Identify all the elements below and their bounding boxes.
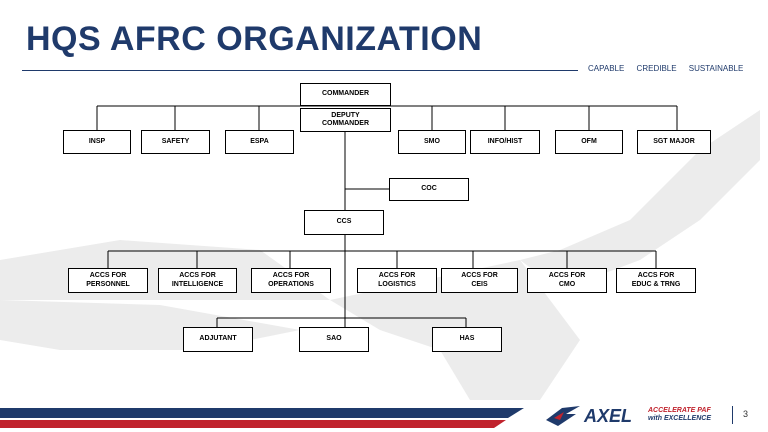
axel-brand: AXEL [584,406,633,426]
adjutant-box: ADJUTANT [183,327,253,352]
footer-separator [732,406,733,424]
accs-cmo-box: ACCS FOR CMO [527,268,607,293]
deputy-commander-box: DEPUTY COMMANDER [300,108,391,132]
coc-box: COC [389,178,469,201]
commander-box: COMMANDER [300,83,391,106]
sao-box: SAO [299,327,369,352]
tagline-credible: CREDIBLE [636,64,677,73]
page-number: 3 [743,409,749,419]
slogan-line-1: ACCELERATE PAF [648,407,711,414]
accs-ceis-box: ACCS FOR CEIS [441,268,518,293]
staff-info-hist-box: INFO/HIST [470,130,540,154]
accs-educ-trng-box: ACCS FOR EDUC & TRNG [616,268,696,293]
staff-ofm-box: OFM [555,130,623,154]
ccs-box: CCS [304,210,384,235]
axel-logo-icon [546,406,580,426]
title-underline [22,70,578,71]
taglines: CAPABLE CREDIBLE SUSTAINABLE [588,64,743,73]
accs-operations-box: ACCS FOR OPERATIONS [251,268,331,293]
accs-logistics-box: ACCS FOR LOGISTICS [357,268,437,293]
tagline-capable: CAPABLE [588,64,625,73]
slogan: ACCELERATE PAF with EXCELLENCE [648,407,711,422]
staff-insp-box: INSP [63,130,131,154]
staff-sgt-major-box: SGT MAJOR [637,130,711,154]
tagline-sustainable: SUSTAINABLE [688,64,744,73]
has-box: HAS [432,327,502,352]
staff-espa-box: ESPA [225,130,294,154]
accs-intelligence-box: ACCS FOR INTELLIGENCE [158,268,237,293]
slogan-line-2: with EXCELLENCE [648,414,712,422]
footer-stripes [0,408,524,428]
accs-personnel-box: ACCS FOR PERSONNEL [68,268,148,293]
staff-smo-box: SMO [398,130,466,154]
page-title: HQS AFRC ORGANIZATION [26,20,483,58]
staff-safety-box: SAFETY [141,130,210,154]
